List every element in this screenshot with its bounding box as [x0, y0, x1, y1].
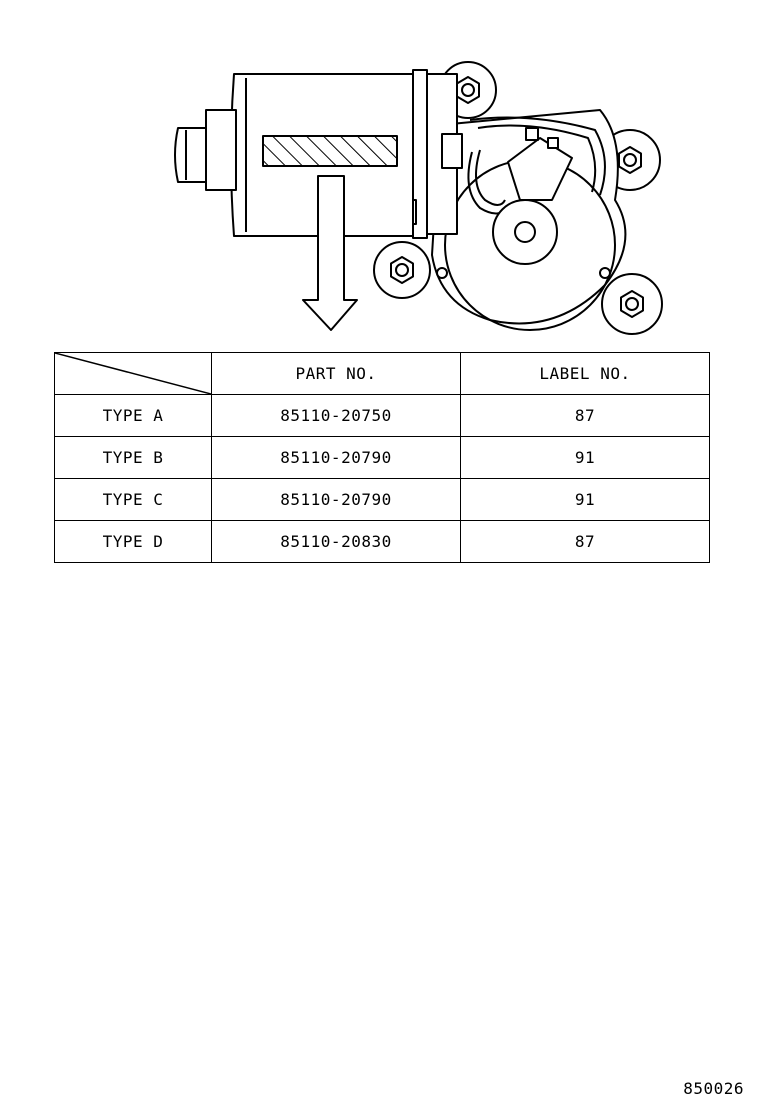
table-row: TYPE D 85110-20830 87	[54, 520, 710, 563]
motor-shaft-stub	[174, 127, 207, 183]
connector	[467, 127, 573, 215]
label-area	[262, 135, 398, 167]
label-no-cell: 91	[460, 478, 710, 521]
part-no-cell: 85110-20790	[211, 478, 461, 521]
mount-boss-bottom-right	[601, 273, 663, 335]
label-no-cell: 91	[460, 436, 710, 479]
diagonal-line	[55, 353, 211, 394]
table-row: TYPE A 85110-20750 87	[54, 394, 710, 437]
mount-boss-left	[373, 241, 431, 299]
corner-cell	[54, 352, 212, 395]
parts-table: PART NO. LABEL NO. TYPE A 85110-20750 87…	[54, 352, 710, 563]
label-no-cell: 87	[460, 520, 710, 563]
type-cell: TYPE B	[54, 436, 212, 479]
header-label-no: LABEL NO.	[460, 352, 710, 395]
type-cell: TYPE D	[54, 520, 212, 563]
wiper-motor-drawing	[174, 61, 663, 335]
motor-end-cap	[205, 109, 237, 191]
type-cell: TYPE C	[54, 478, 212, 521]
header-part-no: PART NO.	[211, 352, 461, 395]
reference-number: 850026	[683, 1079, 744, 1098]
part-no-cell: 85110-20830	[211, 520, 461, 563]
table-row: TYPE C 85110-20790 91	[54, 478, 710, 521]
part-no-cell: 85110-20750	[211, 394, 461, 437]
type-cell: TYPE A	[54, 394, 212, 437]
label-no-cell: 87	[460, 394, 710, 437]
label-arrow	[302, 175, 358, 331]
part-no-cell: 85110-20790	[211, 436, 461, 479]
table-row: TYPE B 85110-20790 91	[54, 436, 710, 479]
table-header-row: PART NO. LABEL NO.	[54, 352, 710, 395]
